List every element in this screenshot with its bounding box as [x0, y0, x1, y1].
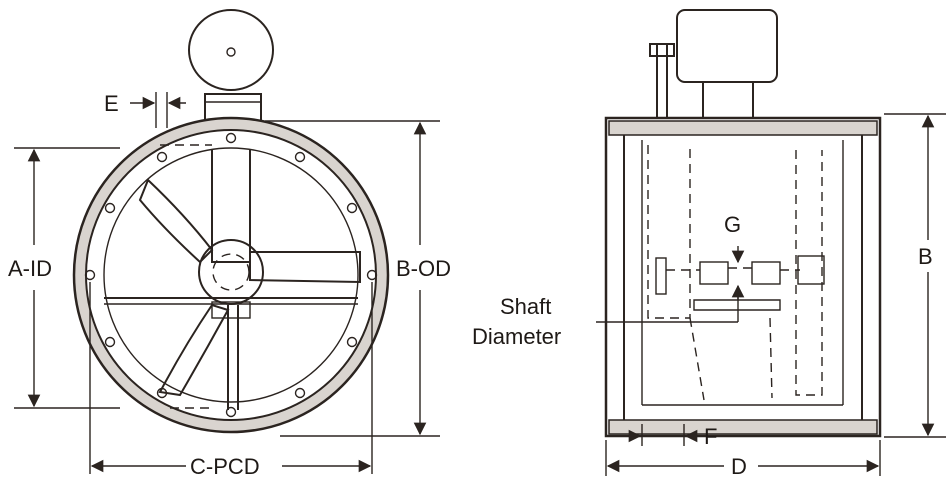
side-casing: [604, 116, 882, 438]
side-motor: [649, 9, 778, 120]
label-e: E: [104, 91, 119, 116]
front-flange-ring: [72, 116, 390, 434]
label-d: D: [731, 454, 747, 479]
dimension-c-pcd: C-PCD: [89, 282, 373, 479]
dimension-b-od: B-OD: [265, 120, 451, 437]
dimension-a-id: A-ID: [8, 147, 120, 409]
label-b: B: [918, 244, 933, 269]
label-shaft: Shaft: [500, 294, 551, 319]
side-internals: [647, 145, 825, 401]
dimension-f: F: [628, 424, 717, 449]
dimension-d: D: [605, 440, 881, 479]
label-c-pcd: C-PCD: [190, 454, 260, 479]
front-motor: [188, 9, 274, 123]
front-impeller: [104, 144, 361, 410]
shaft-diameter-callout: Shaft Diameter: [472, 288, 739, 349]
label-a-id: A-ID: [8, 256, 52, 281]
front-view: A-ID B-OD C-PCD E: [8, 9, 451, 479]
label-g: G: [724, 212, 741, 237]
side-view: G Shaft Diameter B D: [472, 9, 946, 479]
label-diameter: Diameter: [472, 324, 561, 349]
dimension-e: E: [104, 91, 186, 128]
label-f: F: [704, 424, 717, 449]
label-b-od: B-OD: [396, 256, 451, 281]
dimension-b: B: [884, 113, 946, 438]
